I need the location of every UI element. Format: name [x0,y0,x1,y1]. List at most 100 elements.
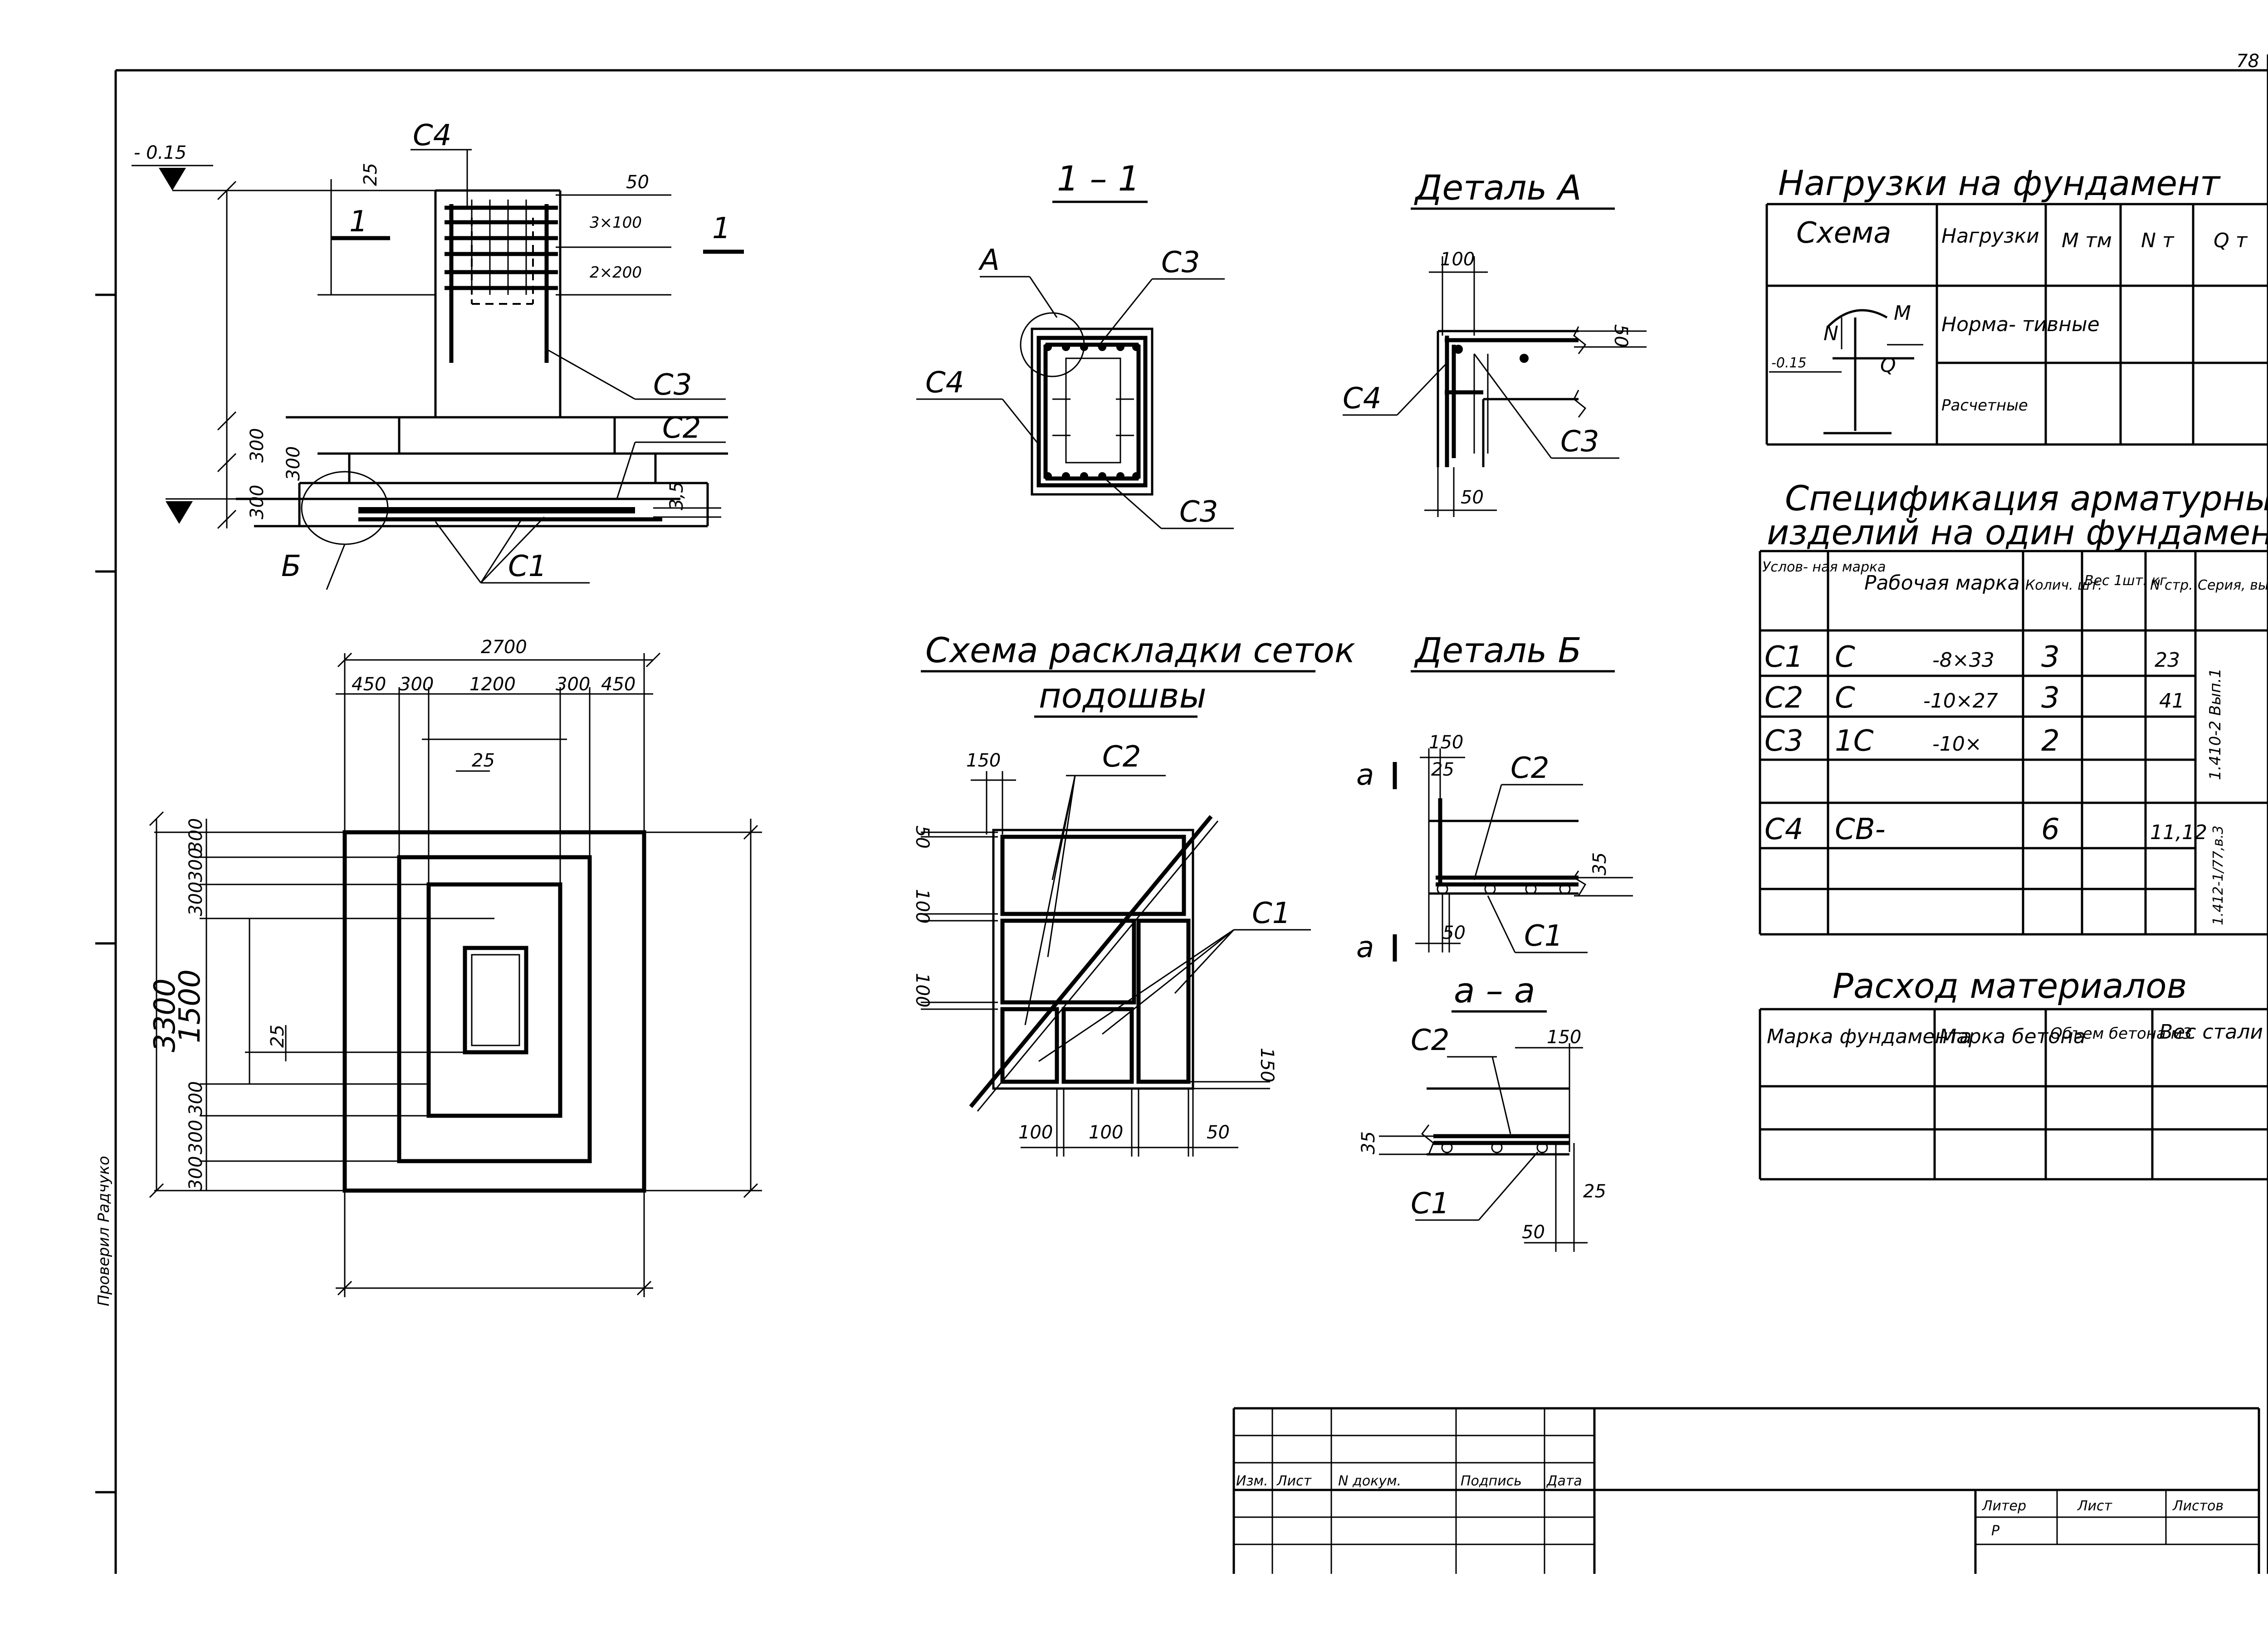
loads-table-title: Нагрузки на фундамент [1778,163,2221,203]
svg-text:3: 3 [2041,681,2060,715]
svg-text:-10×: -10× [1932,732,1982,756]
svg-text:100: 100 [1440,249,1475,270]
elevation-label: - 0.15 [134,142,186,163]
loads-table: Нагрузки на фундамент Схема Нагрузки М т… [1765,163,2268,446]
svg-text:2×200: 2×200 [590,264,642,282]
callout-c2-detb: С2 [1510,752,1549,785]
plan-step-2 [397,855,592,1163]
svg-text:150: 150 [1256,1048,1277,1082]
spec-title-2: изделий на один фундамент [1767,512,2268,552]
detail-b: Деталь Б а а 150 25 35 50 С2 С1 [1356,630,1633,964]
detail-b-title: Деталь Б [1414,630,1582,670]
foundation-plan: 2700 450 300 1200 300 450 25 3300 [148,637,762,1297]
tb-list: Лист [2077,1498,2113,1514]
mesh-outline [992,829,1194,1090]
svg-text:2: 2 [2041,724,2060,758]
svg-text:1С: 1С [1835,724,1874,758]
tb-col-doc: N докум. [1338,1473,1401,1489]
loads-col-q: Q т [2214,229,2248,252]
spec-col-page: N стр. [2150,577,2193,593]
side-stamp: Проверил Радчуко [95,1156,113,1306]
materials-title: Расход материалов [1833,966,2187,1006]
spec-col-work: Рабочая марка [1864,571,2020,595]
svg-text:-8×33: -8×33 [1932,649,1994,672]
plan-step-3 [426,882,562,1118]
callout-c3-elev: С3 [653,368,692,402]
svg-text:35: 35 [1358,1131,1379,1154]
sheet-number: 78 [2236,51,2259,72]
callout-c3-deta: С3 [1560,425,1599,459]
callout-c3-s11-bot: С3 [1179,495,1218,529]
elevation-triangle-icon [159,168,186,190]
cut-a-top: а [1356,758,1374,792]
tb-col-sign: Подпись [1461,1473,1522,1489]
tb-col-izm: Изм. [1236,1473,1268,1489]
svg-text:300: 300 [186,1156,206,1191]
svg-text:300: 300 [186,848,206,882]
loads-col-loads: Нагрузки [1941,225,2039,248]
foundation-elevation: - 0.15 300 300 300 3,5 [132,119,744,590]
svg-text:6: 6 [2041,813,2060,846]
svg-text:300: 300 [186,882,206,916]
section-cut-right: 1 [712,212,731,245]
tb-listov: Листов [2172,1498,2224,1514]
scheme-elevation: -0.15 [1771,355,1807,371]
svg-text:С1: С1 [1765,640,1803,674]
loads-col-n: N т [2141,229,2175,252]
svg-text:150: 150 [966,750,1001,771]
svg-text:50: 50 [912,825,933,849]
materials-col-concrete: Марка бетона [1939,1025,2086,1048]
svg-text:150: 150 [1547,1027,1581,1048]
svg-text:35: 35 [1589,852,1610,875]
svg-text:С3: С3 [1765,724,1803,758]
svg-text:300: 300 [283,446,304,481]
svg-text:50: 50 [1522,1222,1545,1243]
base-triangle-icon [166,501,193,524]
svg-text:300: 300 [247,485,268,519]
tb-col-date: Дата [1546,1473,1582,1489]
svg-text:СВ-: СВ- [1835,813,1886,846]
loads-row-normative: Норма- тивные [1941,313,2100,336]
detail-a-circle [1020,312,1085,377]
svg-text:450: 450 [601,674,635,695]
callout-c4-elev: С4 [413,119,451,152]
svg-text:100: 100 [1018,1122,1053,1143]
callout-c4-deta: С4 [1343,382,1381,415]
svg-text:50: 50 [1207,1122,1230,1143]
plan-column [463,946,528,1055]
section-a-a-title: а – а [1454,970,1535,1011]
svg-text:С4: С4 [1765,813,1803,846]
title-block: Изм. Лист N докум. Подпись Дата Литер Ли… [1232,1407,2260,1574]
column-section-outline [1031,327,1154,496]
svg-text:2700: 2700 [481,637,527,658]
callout-c3-s11-top: С3 [1161,246,1200,279]
section-cut-left: 1 [349,205,368,239]
callout-c2-mesh: С2 [1102,740,1141,774]
loads-col-scheme: Схема [1796,216,1891,250]
svg-text:25: 25 [360,163,381,186]
svg-text:300: 300 [186,1120,206,1154]
section-1-1: 1 – 1 А С3 С4 С3 [916,158,1234,529]
svg-text:25: 25 [472,750,495,771]
svg-text:100: 100 [912,973,933,1007]
svg-text:50: 50 [1461,487,1484,508]
materials-col-foundation: Марка фундамента [1767,1025,1972,1048]
svg-text:150: 150 [1429,732,1463,753]
callout-c1-aa: С1 [1411,1187,1449,1221]
callout-b-elev: Б [281,550,301,583]
spec-series-2: 1.412-1/77,в.3 [2210,825,2226,925]
materials-col-volume: Объем бетона м3 [2050,1025,2192,1043]
svg-text:50: 50 [1610,324,1631,347]
tb-litera-value: Р [1991,1523,2000,1539]
svg-text:41: 41 [2159,689,2185,713]
svg-text:25: 25 [1583,1181,1606,1202]
tb-litera: Литер [1982,1498,2026,1514]
callout-c4-s11: С4 [925,366,964,400]
svg-text:300: 300 [247,428,268,463]
scheme-m-label: M [1894,302,1911,325]
svg-text:100: 100 [1089,1122,1123,1143]
svg-text:100: 100 [912,889,933,923]
detail-a-title: Деталь А [1414,167,1582,208]
